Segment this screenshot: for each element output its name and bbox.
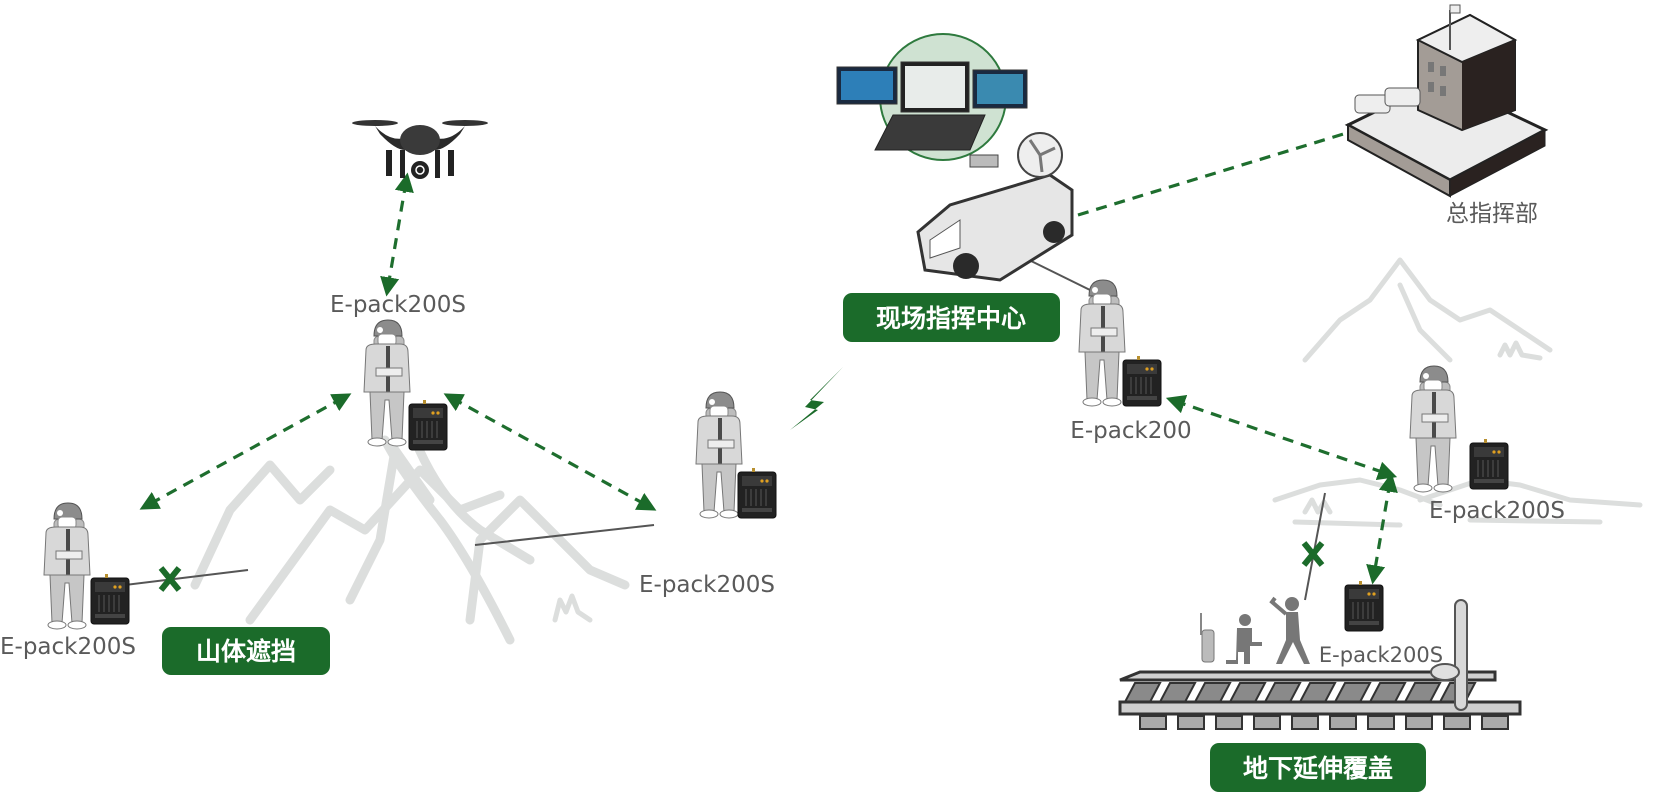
worker-icon [1078, 279, 1126, 407]
worker-icon [363, 319, 411, 447]
worker-icon [43, 502, 91, 630]
badge-text: 现场指挥中心 [876, 304, 1026, 333]
headquarters-icon [1344, 4, 1549, 198]
node-label: E-pack200S [330, 292, 466, 318]
radio-box-icon [1122, 355, 1162, 407]
worker-icon [1409, 365, 1457, 493]
node-label: E-pack200 [1070, 418, 1191, 444]
hq-label: 总指挥部 [1446, 201, 1538, 227]
badge-mountain-block: 山体遮挡 [162, 627, 330, 675]
laptop-icon [836, 33, 1028, 161]
link-drone-to-summit [380, 172, 414, 297]
mountain-icon [1272, 477, 1643, 528]
wire-middle [474, 524, 655, 546]
lightning-icon [790, 367, 843, 430]
node-label: E-pack200S [1319, 643, 1443, 667]
worker-icon [695, 391, 743, 519]
radio-box-icon [1469, 438, 1509, 490]
node-summit[interactable]: E-pack200S [330, 292, 466, 451]
node-label: E-pack200S [639, 572, 775, 598]
link-vehicle-to-hq [1077, 130, 1351, 217]
node-label: E-pack200S [1429, 498, 1565, 524]
walkie-talkie-icon [1200, 613, 1215, 663]
badge-field-command: 现场指挥中心 [843, 293, 1060, 342]
link-summit-to-middle [443, 393, 657, 511]
node-right[interactable]: E-pack200S [1409, 365, 1565, 524]
link-right-to-tunnel [1366, 472, 1398, 585]
railway-icon [1118, 599, 1522, 730]
link-command-to-right [1165, 395, 1398, 480]
wire-vehicle-to-command [1024, 257, 1091, 291]
node-label: E-pack200S [0, 634, 136, 660]
radio-box-icon [737, 467, 777, 519]
blocked-wire-left [124, 569, 249, 586]
radio-box-icon [90, 573, 130, 625]
mountain-icon [1302, 257, 1553, 363]
radio-box-icon [408, 399, 448, 451]
node-middle[interactable]: E-pack200S [639, 391, 777, 598]
radio-box-icon [1344, 580, 1384, 632]
badge-text: 地下延伸覆盖 [1243, 754, 1393, 783]
badge-underground: 地下延伸覆盖 [1210, 743, 1426, 792]
blocked-wire-tunnel [1304, 492, 1326, 601]
mountain-icon [190, 435, 630, 645]
repair-workers-icon [1226, 596, 1310, 664]
node-tunnel[interactable]: E-pack200S [1319, 580, 1443, 667]
node-command[interactable]: E-pack200 [1070, 279, 1192, 444]
badge-text: 山体遮挡 [196, 637, 296, 666]
node-left[interactable]: E-pack200S [0, 502, 136, 660]
command-vehicle-icon [916, 132, 1074, 282]
drone-icon [352, 120, 488, 179]
